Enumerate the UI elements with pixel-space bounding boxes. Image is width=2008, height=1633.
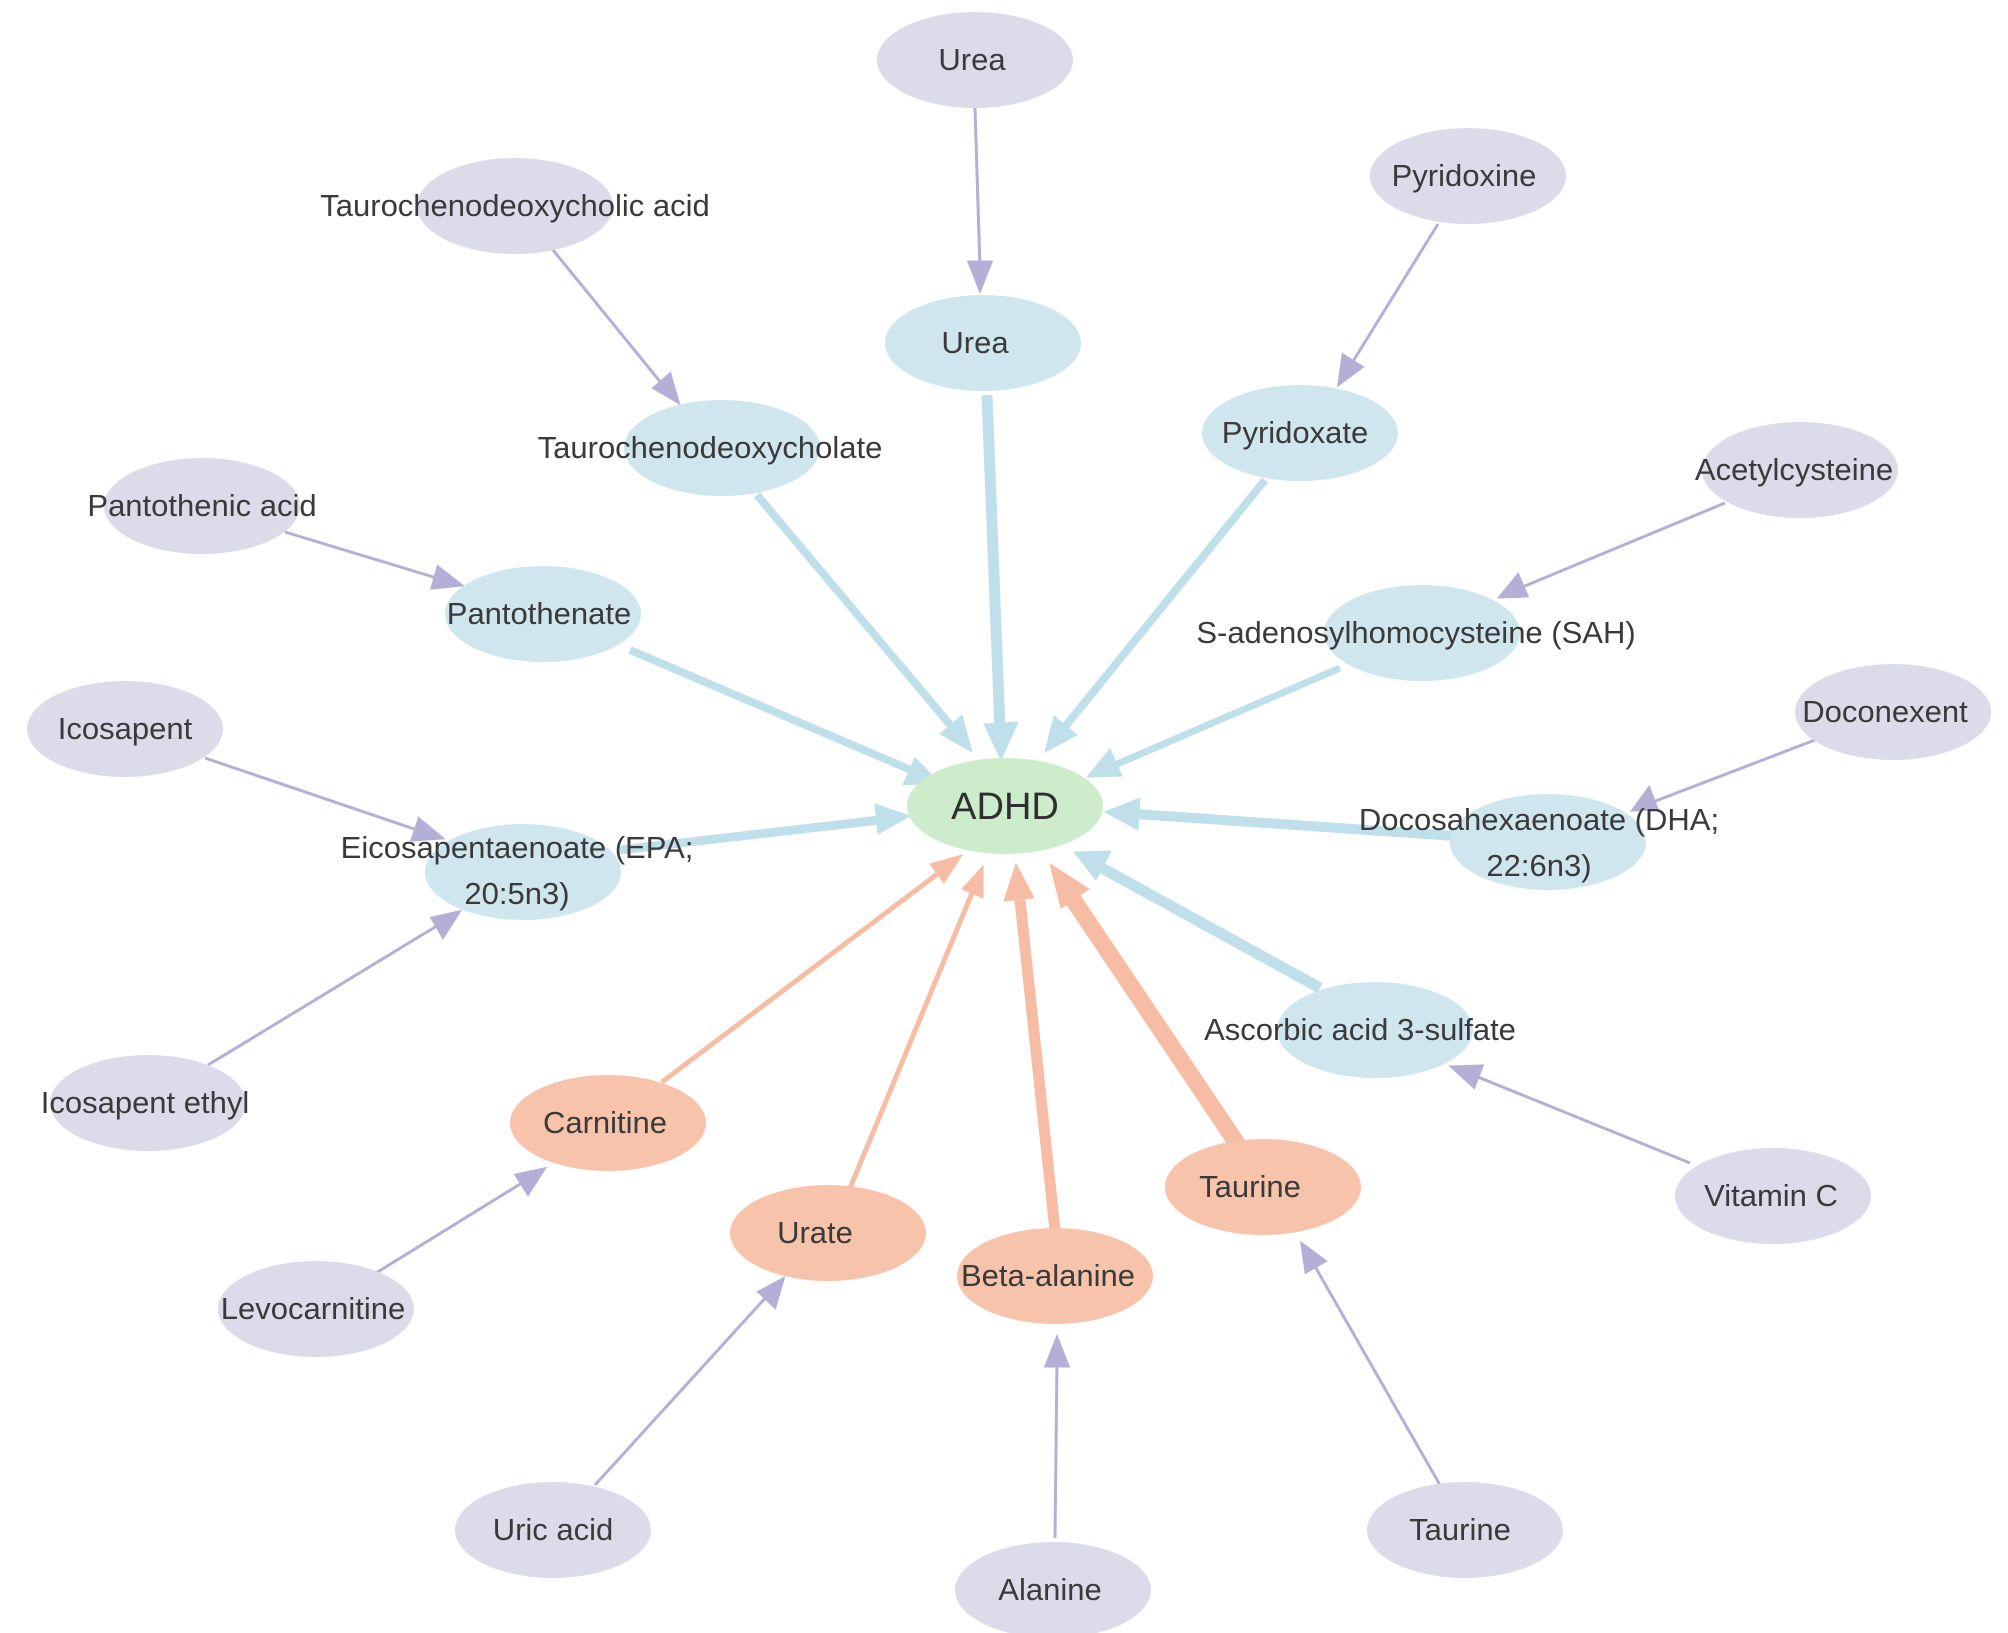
drug-nodes — [27, 12, 1991, 1633]
label-icosapent-ethyl: Icosapent ethyl — [41, 1085, 250, 1120]
node-sah[interactable] — [1324, 585, 1520, 681]
label-vitamin-c: Vitamin C — [1704, 1178, 1838, 1213]
edge-pantothenate-to-adhd — [628, 646, 942, 786]
label-acetylcysteine: Acetylcysteine — [1695, 452, 1893, 487]
node-levocarnitine[interactable] — [218, 1261, 414, 1357]
node-labels: ADHD Urea Taurochenodeoxycholate Pyridox… — [41, 42, 1968, 1607]
node-epa[interactable] — [425, 824, 621, 920]
edge-tcdca-to-taurochenodeoxycholate — [551, 249, 681, 406]
node-icosapent-ethyl[interactable] — [50, 1055, 246, 1151]
node-adhd[interactable] — [907, 758, 1103, 854]
label-pyridoxate: Pyridoxate — [1222, 415, 1368, 450]
label-beta-alanine: Beta-alanine — [961, 1258, 1135, 1293]
label-alanine: Alanine — [998, 1572, 1101, 1607]
node-alanine[interactable] — [955, 1542, 1151, 1633]
node-acetylcysteine[interactable] — [1702, 422, 1898, 518]
metabolite-nodes — [425, 295, 1646, 1078]
edge-alanine-to-beta-alanine — [1043, 1333, 1071, 1539]
label-epa-line2: 20:5n3) — [464, 876, 569, 911]
edge-sah-to-adhd — [1085, 664, 1342, 778]
label-tcdca: Taurochenodeoxycholic acid — [320, 188, 709, 223]
node-pantothenic-acid[interactable] — [104, 458, 300, 554]
node-urea-drug[interactable] — [877, 12, 1073, 108]
label-urea-drug: Urea — [938, 42, 1006, 77]
label-pantothenate: Pantothenate — [447, 596, 631, 631]
label-levocarnitine: Levocarnitine — [221, 1291, 405, 1326]
label-urea-metabolite: Urea — [941, 325, 1009, 360]
edge-dha-to-adhd — [1103, 797, 1456, 841]
edge-urate-to-adhd — [845, 864, 984, 1194]
edge-pyridoxate-to-adhd — [1044, 477, 1269, 753]
node-urea-metabolite[interactable] — [885, 295, 1081, 391]
edge-taurochenodeoxycholate-to-adhd — [753, 492, 973, 754]
edge-pyridoxine-to-pyridoxate — [1337, 223, 1440, 388]
node-icosapent[interactable] — [27, 681, 223, 777]
label-urate: Urate — [777, 1215, 853, 1250]
node-taurochenodeoxycholate[interactable] — [624, 400, 820, 496]
edge-urea-to-adhd — [981, 394, 1019, 762]
edge-urea-to-urea — [966, 107, 994, 295]
metabolite-edges — [619, 394, 1456, 993]
edge-acetylcysteine-to-sah — [1496, 501, 1726, 599]
node-tcdca[interactable] — [417, 158, 613, 254]
label-icosapent: Icosapent — [58, 711, 193, 746]
edge-icosapent-ethyl-to-epa — [207, 909, 463, 1067]
node-vitamin-c[interactable] — [1675, 1148, 1871, 1244]
label-taurine-metabolite: Taurine — [1199, 1169, 1301, 1204]
edge-ascorbic-sulfate-to-adhd — [1072, 850, 1323, 993]
edge-levocarnitine-to-carnitine — [375, 1166, 548, 1275]
positive-edges — [660, 854, 1248, 1231]
node-pantothenate[interactable] — [445, 566, 641, 662]
edge-beta-alanine-to-adhd — [1003, 862, 1061, 1231]
node-uric-acid[interactable] — [455, 1482, 651, 1578]
label-uric-acid: Uric acid — [493, 1512, 614, 1547]
node-ascorbic-sulfate[interactable] — [1277, 982, 1473, 1078]
node-taurine-metabolite[interactable] — [1165, 1139, 1361, 1235]
label-doconexent: Doconexent — [1802, 694, 1968, 729]
label-dha-line2: 22:6n3) — [1486, 848, 1591, 883]
edge-taurine-to-adhd — [1049, 862, 1248, 1153]
node-doconexent[interactable] — [1795, 664, 1991, 760]
node-beta-alanine[interactable] — [957, 1228, 1153, 1324]
node-urate[interactable] — [730, 1185, 926, 1281]
label-sah: S-adenosylhomocysteine (SAH) — [1196, 615, 1635, 650]
node-taurine-drug[interactable] — [1367, 1482, 1563, 1578]
label-ascorbic-sulfate: Ascorbic acid 3-sulfate — [1204, 1012, 1516, 1047]
node-dha[interactable] — [1450, 794, 1646, 890]
node-pyridoxate[interactable] — [1202, 385, 1398, 481]
label-taurochenodeoxycholate: Taurochenodeoxycholate — [538, 430, 883, 465]
edge-vitamin-c-to-ascorbic-sulfate — [1448, 1064, 1691, 1165]
edge-pantothenic-acid-to-pantothenate — [284, 530, 465, 590]
drug-edges — [204, 107, 1816, 1539]
edge-taurine-to-taurine — [1300, 1240, 1442, 1486]
edge-uric-acid-to-urate — [593, 1275, 786, 1487]
edge-icosapent-to-epa — [204, 756, 446, 842]
label-taurine-drug: Taurine — [1409, 1512, 1511, 1547]
node-pyridoxine[interactable] — [1370, 128, 1566, 224]
edge-epa-to-adhd — [619, 803, 912, 855]
edge-carnitine-to-adhd — [660, 854, 964, 1084]
label-epa-line1: Eicosapentaenoate (EPA; — [341, 830, 694, 865]
label-adhd: ADHD — [951, 786, 1059, 828]
label-pantothenic-acid: Pantothenic acid — [87, 488, 316, 523]
label-carnitine: Carnitine — [543, 1105, 667, 1140]
positive-nodes — [510, 1075, 1361, 1324]
edge-doconexent-to-dha — [1629, 738, 1816, 812]
label-dha-line1: Docosahexaenoate (DHA; — [1359, 802, 1719, 837]
node-carnitine[interactable] — [510, 1075, 706, 1171]
label-pyridoxine: Pyridoxine — [1392, 158, 1537, 193]
